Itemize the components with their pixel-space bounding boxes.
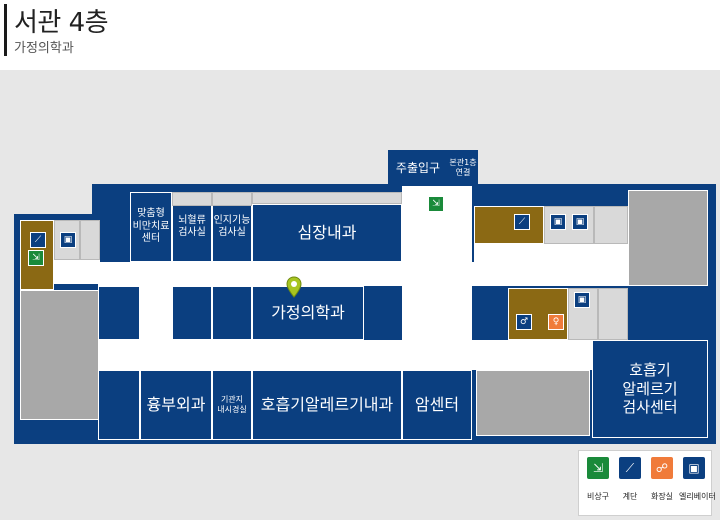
top-strip-1 xyxy=(172,192,212,206)
corridor-connector-1 xyxy=(140,286,172,340)
west-lower-gray xyxy=(20,290,100,420)
desk-bracket xyxy=(384,290,396,334)
east-gray-bottom xyxy=(476,370,590,436)
elevator-icon: ▣ xyxy=(60,232,76,248)
room-family-medicine[interactable]: 가정의학과 xyxy=(252,286,364,340)
main-corridor-lower xyxy=(98,340,598,370)
room-middle-2 xyxy=(172,286,212,340)
elevator-icon: ▣ xyxy=(683,457,705,479)
east-cell-mid-2 xyxy=(598,288,628,340)
room-bronchoscopy[interactable]: 기관지 내시경실 xyxy=(212,370,252,440)
east-gray-top xyxy=(628,190,708,286)
east-cell-top-2 xyxy=(594,206,628,244)
page-title: 서관 4층 xyxy=(14,8,109,38)
page-header: 서관 4층 가정의학과 xyxy=(0,0,720,70)
legend-restroom: ☍ 화장실 xyxy=(647,457,677,502)
elevator-icon-east-2: ▣ xyxy=(572,214,588,230)
legend-elevator: ▣ 엘리베이터 xyxy=(679,457,716,502)
room-maj[interactable]: 맞춤형 비만치료 센터 xyxy=(130,192,172,262)
room-middle-left xyxy=(98,286,140,340)
legend-stairs-label: 계단 xyxy=(622,492,638,501)
header-accent-bar xyxy=(4,4,7,56)
room-thoracic-surgery[interactable]: 흉부외과 xyxy=(140,370,212,440)
restroom-female-icon: ♀ xyxy=(548,314,564,330)
east-service-top xyxy=(474,206,544,244)
top-strip-2 xyxy=(212,192,252,206)
room-respiratory-center[interactable]: 호흡기 알레르기 검사센터 xyxy=(592,340,708,438)
elevator-icon-east-3: ▣ xyxy=(574,292,590,308)
location-pin-icon xyxy=(286,276,302,298)
west-corridor xyxy=(54,260,100,284)
room-cardiology[interactable]: 심장내과 xyxy=(252,204,402,262)
exit-icon: ⇲ xyxy=(587,457,609,479)
stairs-icon-east: ⟋ xyxy=(514,214,530,230)
legend-stairs: ⟋ 계단 xyxy=(615,457,645,502)
room-cancer-center[interactable]: 암센터 xyxy=(402,370,472,440)
restroom-male-icon: ♂ xyxy=(516,314,532,330)
legend-elevator-label: 엘리베이터 xyxy=(679,492,716,501)
top-strip-3 xyxy=(252,192,402,204)
legend-exit: ⇲ 비상구 xyxy=(583,457,613,502)
room-middle-3 xyxy=(212,286,252,340)
restroom-icon: ☍ xyxy=(651,457,673,479)
stairs-icon: ⟋ xyxy=(30,232,46,248)
stairs-icon: ⟋ xyxy=(619,457,641,479)
east-corridor xyxy=(474,244,628,286)
west-cell-2 xyxy=(80,220,100,260)
room-respiratory-allergy[interactable]: 호흡기알레르기내과 xyxy=(252,370,402,440)
exit-icon: ⇲ xyxy=(28,250,44,266)
map-legend: ⇲ 비상구 ⟋ 계단 ☍ 화장실 ▣ 엘리베이터 xyxy=(578,450,716,516)
exit-icon-east: ⇲ xyxy=(428,196,444,212)
page-subtitle: 가정의학과 xyxy=(14,41,74,56)
main-link-label: 본관1층 연결 xyxy=(448,152,478,184)
legend-restroom-label: 화장실 xyxy=(650,492,674,501)
main-entrance-label: 주출입구 xyxy=(390,152,446,184)
room-bottom-left xyxy=(98,370,140,440)
legend-exit-label: 비상구 xyxy=(586,492,610,501)
elevator-icon-east-1: ▣ xyxy=(550,214,566,230)
